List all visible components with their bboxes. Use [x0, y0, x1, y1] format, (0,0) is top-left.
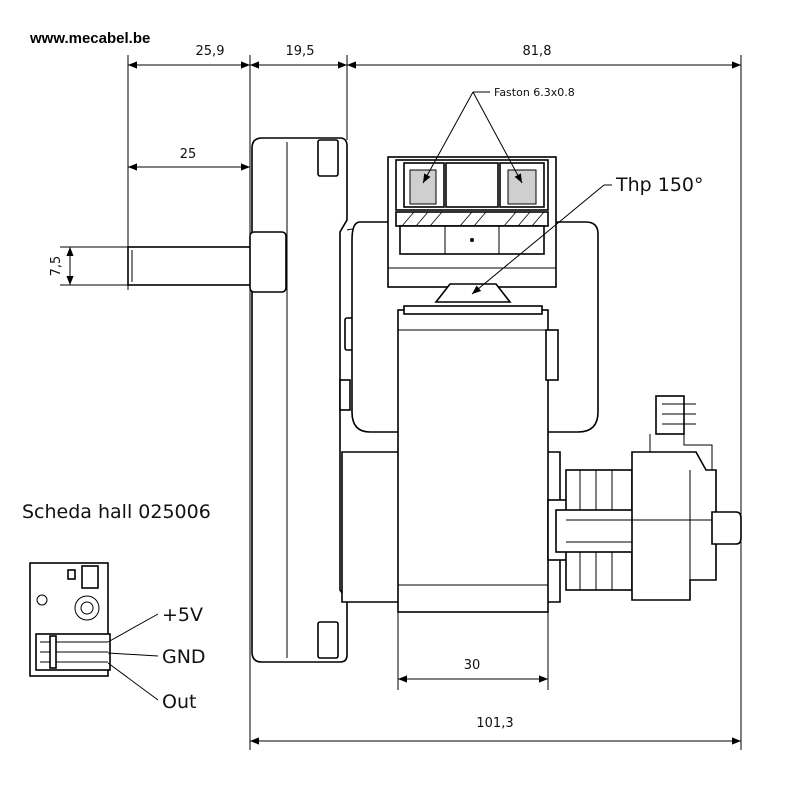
dim-gearbox-width: 19,5: [286, 44, 315, 59]
motor-coil: [397, 305, 559, 613]
dim-motor-length: 81,8: [523, 44, 552, 59]
dim-shaft-to-gear: 25,9: [196, 44, 225, 59]
dim-shaft-diameter: 7,5: [49, 256, 64, 277]
dim-total-length: 101,3: [476, 716, 513, 731]
faston-label: Faston 6.3x0.8: [494, 86, 575, 99]
leader-lines: [422, 91, 612, 295]
pin-label-out: Out: [162, 691, 196, 713]
hall-pin-leaders: [107, 613, 159, 701]
hall-board-title: Scheda hall 025006: [22, 501, 211, 523]
thermal-protector-label: Thp 150°: [615, 174, 704, 196]
dim-coil-width: 30: [464, 658, 481, 673]
dimension-lines: [66, 61, 741, 745]
hall-sensor-assembly: [547, 395, 742, 601]
hall-board-drawing: [29, 562, 111, 677]
faston-connector: [387, 156, 557, 288]
pin-label-5v: +5V: [162, 604, 203, 626]
dim-shaft-length: 25: [180, 147, 197, 162]
pin-label-gnd: GND: [162, 646, 206, 668]
website-label: www.mecabel.be: [29, 30, 150, 47]
output-shaft: [127, 246, 254, 286]
